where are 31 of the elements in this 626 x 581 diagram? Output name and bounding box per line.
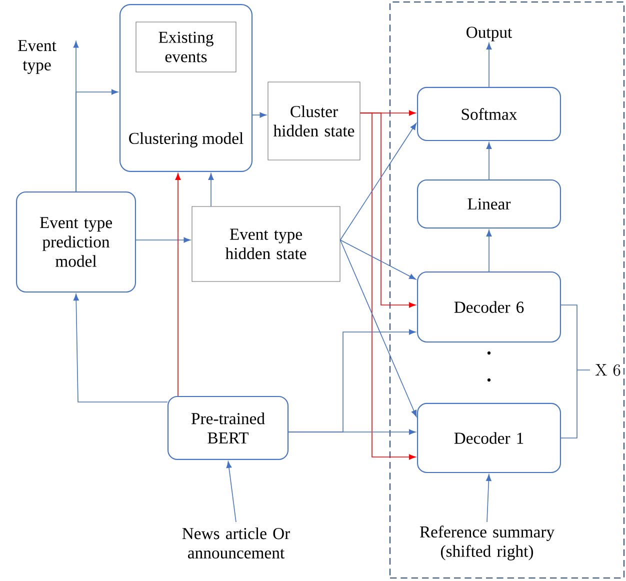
process-box: Event type prediction model <box>16 191 136 293</box>
process-box: Pre-trained BERT <box>167 396 289 460</box>
arrow <box>486 474 492 522</box>
text-label: News article Or announcement <box>182 527 290 559</box>
arrow <box>340 240 416 280</box>
arrow <box>486 42 492 88</box>
arrow <box>252 112 266 118</box>
arrow <box>73 294 168 402</box>
text-label: Output <box>466 26 512 42</box>
process-box: Linear <box>417 179 561 229</box>
arrow <box>136 237 190 243</box>
dashed-frame <box>389 1 625 579</box>
arrow <box>76 89 118 192</box>
arrow <box>288 429 416 435</box>
arrow <box>226 461 236 522</box>
arrow <box>486 230 492 272</box>
arrow <box>360 112 416 460</box>
text-label: Event type <box>18 40 56 74</box>
process-box: Decoder 1 <box>417 402 561 474</box>
arrow <box>175 173 181 396</box>
state-box: Cluster hidden state <box>268 82 360 160</box>
process-box: Decoder 6 <box>417 271 561 343</box>
process-box: Softmax <box>417 86 561 142</box>
state-box: Event type hidden state <box>192 206 340 282</box>
state-box: Existing events <box>136 22 236 72</box>
arrow <box>340 122 416 240</box>
arrow <box>340 240 417 417</box>
repeat-label: X 6 <box>595 364 620 376</box>
arrow <box>208 173 214 207</box>
text-label: Reference summary (shifted right) <box>420 526 554 560</box>
arrow <box>486 142 492 180</box>
